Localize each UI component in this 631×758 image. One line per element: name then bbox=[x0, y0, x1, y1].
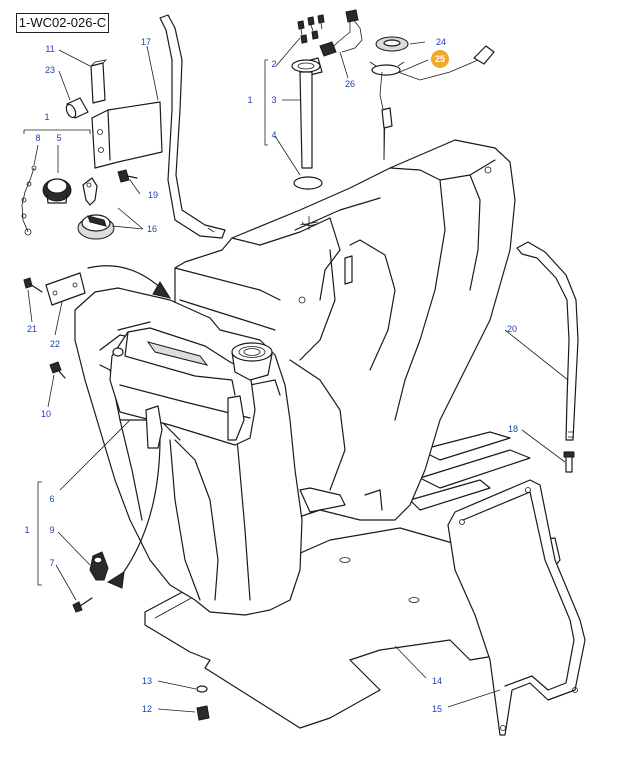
callout-9: 9 bbox=[49, 525, 54, 535]
bolt-10 bbox=[49, 361, 66, 379]
callout-22: 22 bbox=[50, 339, 60, 349]
callout-10: 10 bbox=[41, 409, 51, 419]
callout-20: 20 bbox=[507, 324, 517, 334]
seal-ring-4 bbox=[293, 176, 323, 190]
bolt-18 bbox=[563, 451, 575, 473]
callout-2: 2 bbox=[271, 59, 276, 69]
callout-5: 5 bbox=[56, 133, 61, 143]
bolt-19 bbox=[117, 169, 138, 183]
callout-19: 19 bbox=[148, 190, 158, 200]
callout-23: 23 bbox=[45, 65, 55, 75]
bushing-23 bbox=[65, 97, 89, 119]
tank-strap-20 bbox=[516, 241, 579, 441]
callout-21: 21 bbox=[27, 324, 37, 334]
callout-7: 7 bbox=[49, 558, 54, 568]
callout-17: 17 bbox=[141, 37, 151, 47]
level-sensor-25 bbox=[369, 45, 495, 161]
callout-25-highlight bbox=[431, 50, 449, 68]
fuel-level-sender-3 bbox=[291, 57, 323, 169]
callout-16: 16 bbox=[147, 224, 157, 234]
group-bracket-bottom bbox=[37, 481, 42, 586]
tank-strap-17 bbox=[159, 14, 226, 239]
mount-symbol bbox=[299, 216, 319, 230]
shield-plate-15 bbox=[447, 479, 586, 736]
support-rails bbox=[409, 431, 531, 511]
wiring-harness-26 bbox=[319, 9, 363, 57]
callout-26: 26 bbox=[345, 79, 355, 89]
chain-8 bbox=[21, 165, 37, 236]
callout-11: 11 bbox=[45, 44, 54, 54]
drain-valve-9 bbox=[89, 551, 109, 581]
fuel-cap-5 bbox=[42, 178, 72, 204]
callout-1-top: 1 bbox=[44, 112, 49, 122]
group-bracket-cap bbox=[264, 59, 268, 146]
callout-12: 12 bbox=[142, 704, 152, 714]
callout-3: 3 bbox=[271, 95, 276, 105]
bolt-21 bbox=[23, 277, 43, 293]
plate-22 bbox=[45, 272, 86, 306]
callout-25: 25 bbox=[435, 54, 445, 64]
assembly-arrows bbox=[87, 265, 172, 589]
callout-1-cap: 1 bbox=[247, 95, 252, 105]
diagram-code-label: 1-WC02-026-C bbox=[16, 13, 109, 33]
locking-cap-16 bbox=[77, 214, 115, 240]
filler-neck bbox=[231, 342, 273, 381]
callout-15: 15 bbox=[432, 704, 442, 714]
callout-1-bottom: 1 bbox=[24, 525, 29, 535]
callout-14: 14 bbox=[432, 676, 442, 686]
callouts: 11 23 17 1 8 5 19 16 2 1 3 4 26 24 25 21… bbox=[24, 37, 518, 714]
plug-12 bbox=[196, 705, 210, 721]
leader-lines bbox=[27, 37, 569, 713]
gasket-24 bbox=[375, 36, 409, 52]
screws-2 bbox=[297, 14, 325, 44]
callout-6: 6 bbox=[49, 494, 54, 504]
washer-13 bbox=[196, 685, 208, 693]
group-bracket-top bbox=[23, 129, 91, 134]
mount-bracket bbox=[91, 101, 163, 169]
callout-4: 4 bbox=[271, 130, 276, 140]
screw-7 bbox=[72, 597, 93, 613]
callout-13: 13 bbox=[142, 676, 152, 686]
callout-18: 18 bbox=[508, 424, 518, 434]
pad-11 bbox=[90, 59, 108, 104]
front-tank-lid-box bbox=[109, 327, 256, 449]
callout-8: 8 bbox=[35, 133, 40, 143]
key-16 bbox=[82, 177, 98, 206]
callout-24: 24 bbox=[436, 37, 446, 47]
